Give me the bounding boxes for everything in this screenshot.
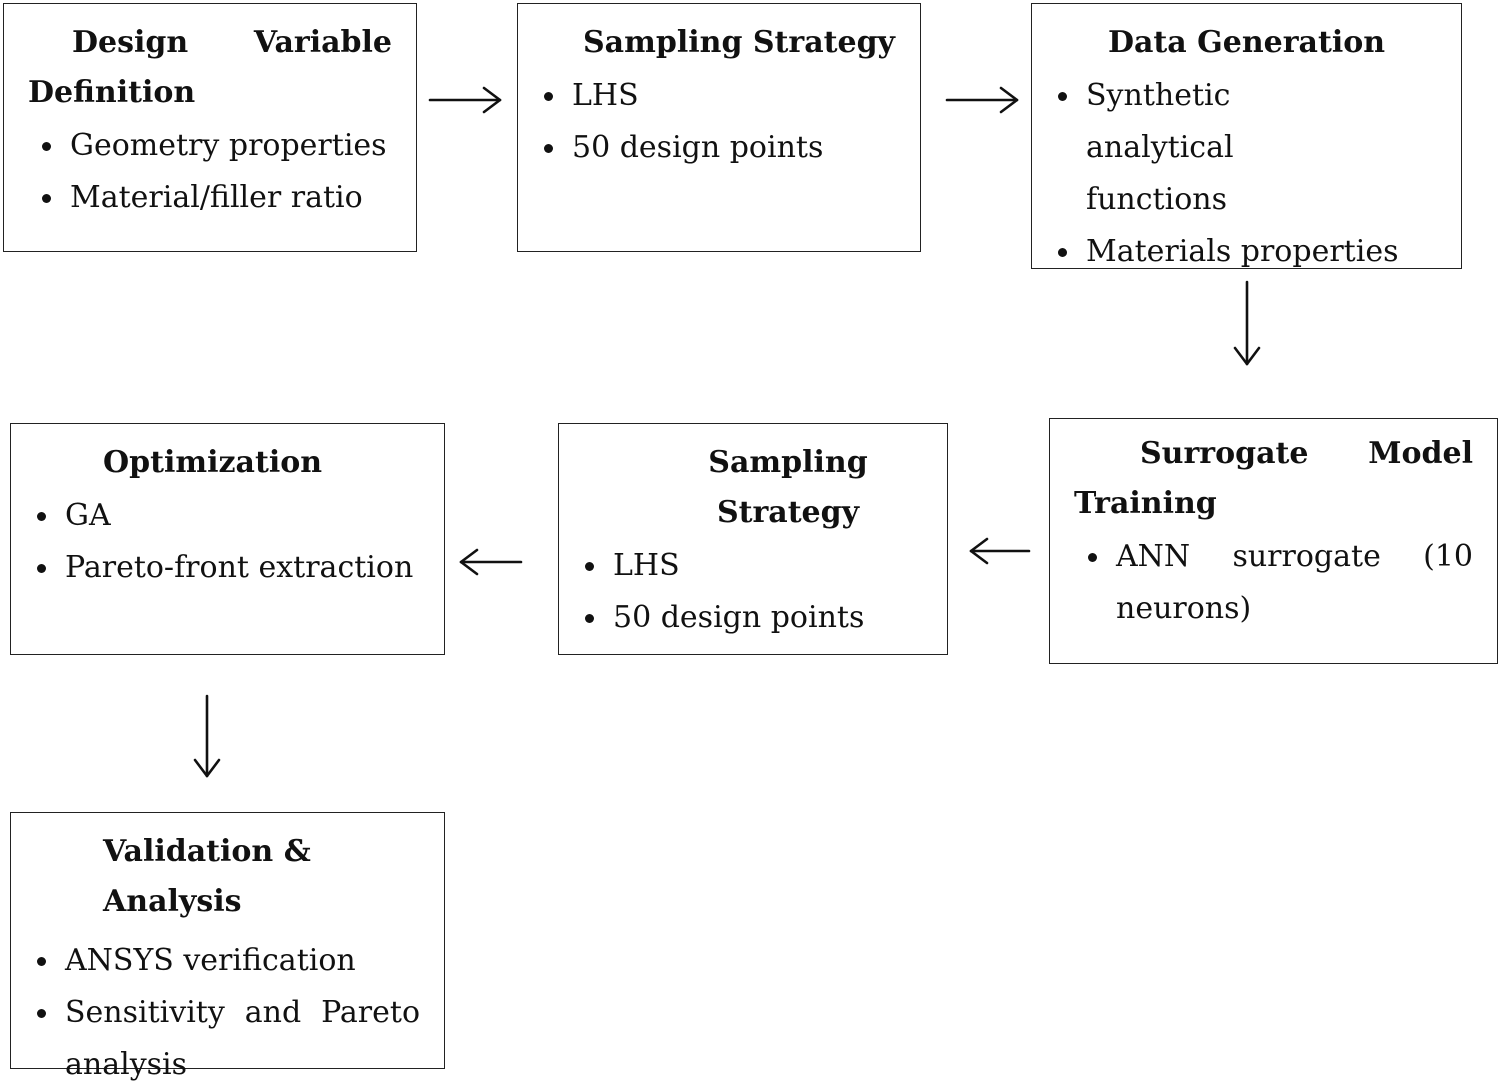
arrow-left-icon	[459, 548, 523, 576]
item-list: LHS 50 design points	[542, 70, 896, 174]
list-item: 50 design points	[583, 592, 923, 644]
bullet-icon	[544, 144, 553, 153]
item-list: ANSYS verification Sensitivity and Paret…	[35, 935, 420, 1091]
box-title: Validation & Analysis	[103, 834, 311, 919]
surrogate-training-box: Surrogate Model Training ANN surrogate (…	[1049, 418, 1498, 664]
arrow-down-icon	[193, 694, 221, 778]
bullet-icon	[585, 614, 594, 623]
box-title: Sampling Strategy	[583, 25, 895, 60]
arrow-down-icon	[1233, 280, 1261, 366]
item-list: ANN surrogate (10 neurons)	[1086, 531, 1473, 635]
bullet-icon	[42, 194, 51, 203]
sampling-strategy-bottom-box: Sampling Strategy LHS 50 design points	[558, 423, 948, 655]
list-item: 50 design points	[542, 122, 896, 174]
bullet-icon	[544, 92, 553, 101]
bullet-icon	[37, 957, 46, 966]
item-list: GA Pareto-front extraction	[35, 490, 420, 594]
item-list: Geometry properties Material/filler rati…	[40, 120, 392, 224]
arrow-right-icon	[945, 86, 1019, 114]
bullet-icon	[37, 564, 46, 573]
box-title: Data Generation	[1107, 25, 1386, 60]
arrow-right-icon	[428, 86, 502, 114]
validation-analysis-box: Validation & Analysis ANSYS verification…	[10, 812, 445, 1082]
bullet-icon	[37, 1009, 46, 1018]
list-item: Synthetic analytical functions	[1056, 70, 1437, 226]
list-item: Pareto-front extraction	[35, 542, 420, 594]
arrow-left-icon	[969, 537, 1031, 565]
list-item: ANN surrogate (10 neurons)	[1086, 531, 1473, 635]
box-title: Sampling Strategy	[708, 445, 868, 530]
sampling-strategy-top-box: Sampling Strategy LHS 50 design points	[517, 3, 921, 252]
bullet-icon	[37, 512, 46, 521]
list-item: Sensitivity and Pareto analysis	[35, 987, 420, 1091]
bullet-icon	[42, 142, 51, 151]
bullet-icon	[585, 562, 594, 571]
box-title: Surrogate Model Training	[1074, 436, 1473, 521]
list-item: Geometry properties	[40, 120, 392, 172]
bullet-icon	[1058, 92, 1067, 101]
list-item: GA	[35, 490, 420, 542]
data-generation-box: Data Generation Synthetic analytical fun…	[1031, 3, 1462, 269]
optimization-box: Optimization GA Pareto-front extraction	[10, 423, 445, 655]
list-item: ANSYS verification	[35, 935, 420, 987]
list-item: LHS	[542, 70, 896, 122]
item-list: LHS 50 design points	[583, 540, 923, 644]
list-item: LHS	[583, 540, 923, 592]
list-item: Material/filler ratio	[40, 172, 392, 224]
list-item: Materials properties	[1056, 226, 1437, 278]
box-title: Design Variable Definition	[28, 25, 392, 110]
bullet-icon	[1058, 248, 1067, 257]
box-title: Optimization	[103, 445, 323, 480]
bullet-icon	[1088, 553, 1097, 562]
design-variable-box: Design Variable Definition Geometry prop…	[3, 3, 417, 252]
item-list: Synthetic analytical functions Materials…	[1056, 70, 1437, 278]
